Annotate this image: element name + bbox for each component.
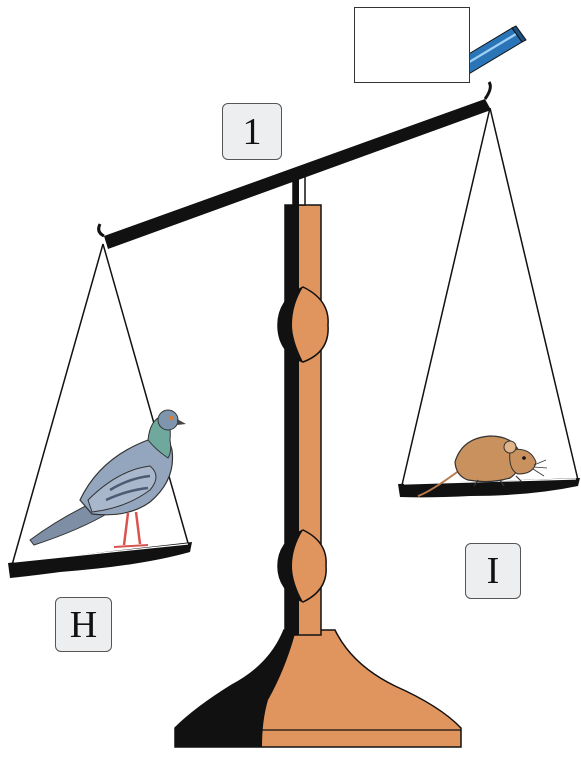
label-right-pan: I xyxy=(465,543,521,599)
label-left-pan: H xyxy=(55,597,112,652)
pigeon-illustration xyxy=(30,410,186,547)
scale-base xyxy=(175,630,461,747)
scale-post xyxy=(278,172,328,635)
answer-box[interactable] xyxy=(354,7,470,83)
label-beam: 1 xyxy=(222,103,282,160)
